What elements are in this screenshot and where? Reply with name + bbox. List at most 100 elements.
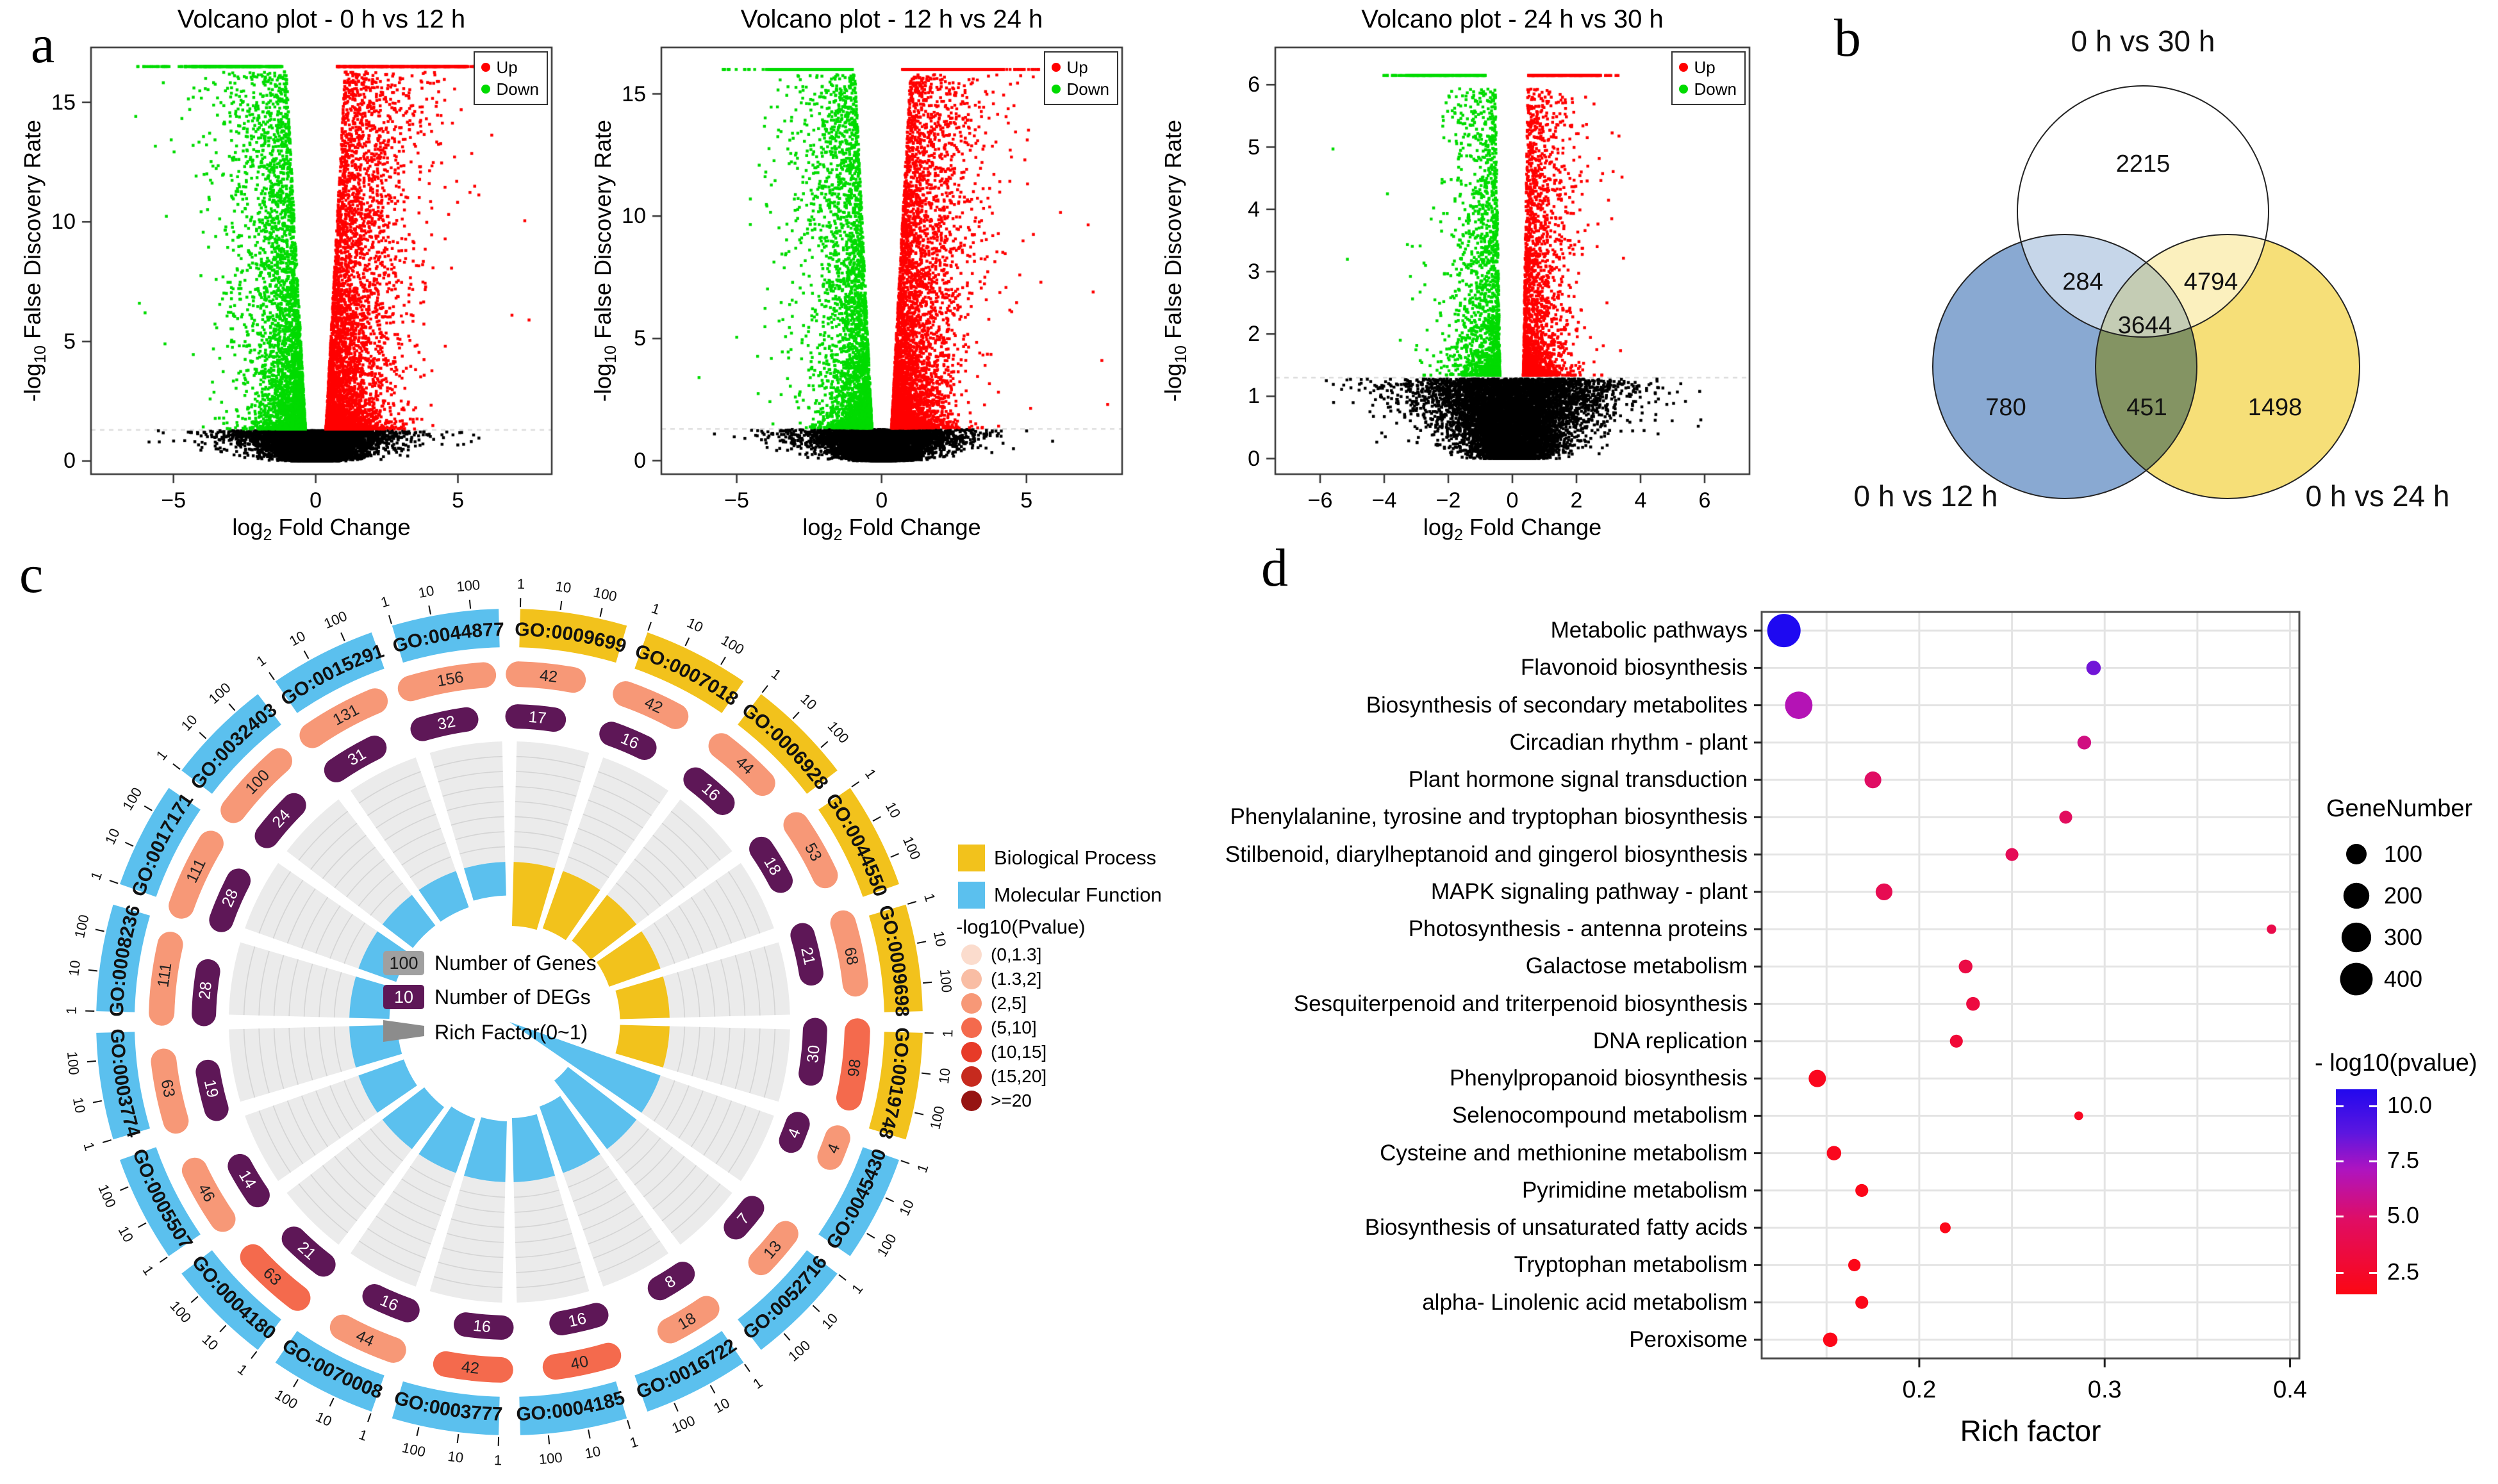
volcano_24v30-x-axis-label: log2 Fold Change [1423,514,1602,545]
go-axis-tick-label: 100 [272,1387,301,1412]
go-grid-arc [243,1028,256,1098]
go-label-band-GO:0044550 [818,787,900,897]
volcano_12v24-ytick: 15 [622,81,646,106]
go-axis-tick-label: 1 [235,1361,251,1378]
go-grid-arc [318,1026,327,1076]
down-dot-icon [1678,85,1688,94]
go-grey-track-GO:0004180 [286,1119,412,1245]
go-gene-bar-GO:0005507 [181,1157,236,1232]
go-label-band-GO:0007018 [634,632,744,713]
go-axis-tick-label: 100 [167,1298,194,1326]
volcano_12v24-ytick: 5 [634,326,646,351]
go-axis-tick-label: 1 [939,1029,955,1037]
go-richfactor-wedge-GO:0032403 [382,895,436,948]
go-grid-arc [763,1028,776,1098]
volcano_24v30-xtick: 2 [1570,488,1583,513]
pvalue-colorbar-tick-label: 7.5 [2387,1147,2420,1173]
gene-number-legend-title: GeneNumber [2326,795,2473,822]
go-grid-arc [434,1276,503,1289]
go-deg-bar-GO:0016722 [647,1262,695,1301]
go-grey-track-GO:0015291 [350,757,456,890]
go-axis-tick-label: 10 [818,1310,841,1332]
go-axis-tick-label: 100 [718,632,747,657]
venn-circle-0h-vs-30h-fill [2017,86,2269,337]
go-axis-tick-label: 1 [80,1141,97,1153]
go-grey-track-GO:0003774 [229,1026,356,1102]
go-axis-tick-label: 10 [286,628,308,650]
kegg-pathway-label: MAPK signaling pathway - plant [1430,878,1748,904]
go-grey-track-GO:0032403 [286,799,412,925]
go-axis-tick-label: 1 [517,576,525,592]
go-grid-arc [652,1165,697,1210]
molecular-function-swatch [958,882,985,909]
go-axis-tick [792,711,800,720]
kegg-x-axis-label: Rich factor [1960,1414,2101,1447]
go-grid-arc [727,1110,761,1173]
go-pvalue-bin-row: (0,1.3] [961,944,1041,965]
volcano_24v30-xtick: −2 [1435,488,1461,513]
go-grid-arc [258,950,270,1016]
go-gene-bar-GO:0015291 [299,688,388,748]
go-axis-tick-label: 1 [914,1162,932,1175]
kegg-bubble-12 [1808,1069,1826,1087]
kegg-pathway-label: Cysteine and methionine metabolism [1380,1140,1748,1166]
go-grid-arc [703,888,732,944]
kegg-pathway-label: Stilbenoid, diarylheptanoid and gingerol… [1225,841,1748,867]
go-gene-bar-GO:0003777 [433,1351,513,1383]
go-grid-arc [678,1090,704,1139]
panel-label-b: b [1834,8,1861,68]
go-axis-tick [783,1333,791,1341]
go-grid-arc [455,831,505,840]
gene-number-dot-icon [2340,962,2373,996]
volcano_24v30-xtick: 0 [1506,488,1519,513]
go-richfactor-wedge-GO:0004180 [382,1087,445,1150]
pvalue-bin-dot-icon [961,969,982,989]
gene-number-legend-item: 300 [2339,920,2422,955]
go-grid-arc [288,959,299,1017]
volcano_12v24-xtick: 5 [1020,488,1033,513]
kegg-bubble-0 [1767,614,1801,648]
go-grid-arc [301,896,329,949]
go-label-band-GO:0006928 [738,694,838,794]
kegg-bubble-11 [1949,1034,1963,1048]
go-richfactor-wedge-GO:0005507 [358,1059,417,1113]
go-grid-arc [515,816,568,826]
venn-count-only-24h: 1498 [2248,394,2303,421]
go-gene-bar-GO:0044877 [397,662,497,702]
go-deg-bar-GO:0044877 [410,707,479,741]
go-axis-tick-label: 1 [921,891,938,903]
go-axis-tick [720,656,726,665]
go-deg-bar-GO:0019748-value: 30 [804,1044,823,1064]
go-label-band-GO:0009698 [868,904,923,1012]
go-axis-tick [907,901,917,905]
pvalue-colorbar-tick-label: 2.5 [2387,1258,2420,1285]
volcano_12v24-ytick: 0 [634,449,646,473]
kegg-pathway-label: alpha- Linolenic acid metabolism [1422,1289,1748,1315]
pvalue-bin-dot-icon [961,1018,982,1038]
go-grid-arc [652,834,697,879]
go-grid-arc [333,1026,342,1072]
go-category-legend-label: Molecular Function [994,884,1162,906]
volcano_12v24-xtick: −5 [724,488,749,513]
go-axis-tick-label: 100 [206,679,234,707]
go-deg-bar-GO:0009698 [790,923,823,986]
go-grid-arc [447,801,504,811]
go-grid-arc [727,871,761,934]
go-grid-arc [288,1027,299,1085]
go-richfactor-wedge-GO:0003777 [463,1117,507,1182]
kegg-bubble-17 [1848,1258,1861,1272]
go-gene-bar-GO:0032403 [220,748,292,823]
go-axis-tick-label: 1 [379,593,391,610]
volcano_0v12-title: Volcano plot - 0 h vs 12 h [177,5,466,33]
go-grid-arc [661,823,709,870]
kegg-pathway-label: Metabolic pathways [1550,618,1748,643]
volcano_24v30-title: Volcano plot - 24 h vs 30 h [1361,5,1664,33]
go-category-legend-row: Molecular Function [958,882,1162,909]
go-grid-arc [409,856,451,878]
go-pvalue-bin-row: (10,15] [961,1042,1046,1062]
down-dot-icon [1051,85,1061,94]
go-axis-tick [92,1100,102,1103]
go-grid-arc [715,880,747,939]
